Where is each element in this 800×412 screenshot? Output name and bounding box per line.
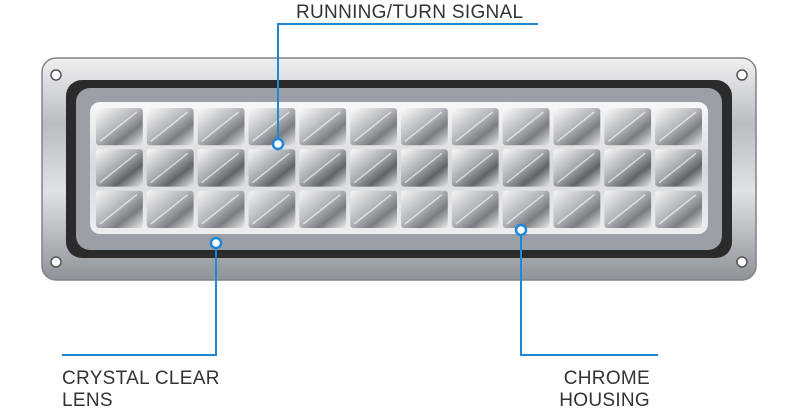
callout-line-running — [277, 23, 538, 144]
reflector-highlight — [99, 152, 138, 184]
reflector-highlight — [455, 194, 494, 225]
reflector-highlight — [455, 152, 494, 184]
reflector-highlight — [252, 111, 290, 142]
reflector-highlight — [252, 194, 290, 225]
reflector-highlight — [658, 194, 697, 225]
reflector-highlight — [404, 152, 443, 184]
reflector-highlight — [658, 152, 697, 184]
reflector-highlight — [353, 111, 392, 142]
callout-line-housing — [520, 230, 658, 356]
reflector-highlight — [506, 152, 544, 184]
callout-chrome-housing: CHROME HOUSING — [559, 368, 650, 412]
reflector-highlight — [201, 111, 239, 142]
led-marker-icon — [209, 137, 528, 250]
reflector-highlight — [201, 152, 239, 184]
reflector-highlight — [506, 111, 544, 142]
reflector-highlight — [658, 111, 697, 142]
reflector-highlight — [252, 152, 290, 184]
callout-lens-line1: CRYSTAL CLEAR — [62, 368, 220, 389]
reflector-highlight — [607, 152, 646, 184]
reflector-highlight — [557, 152, 595, 184]
reflector-highlight — [302, 194, 341, 225]
reflector-highlight — [506, 194, 544, 225]
reflector-cells — [96, 108, 702, 228]
reflector-highlight — [201, 194, 239, 225]
reflector-highlight — [302, 152, 341, 184]
reflector-highlight — [302, 111, 341, 142]
reflector-highlight — [99, 111, 138, 142]
reflector-highlight — [353, 152, 392, 184]
reflector-highlight — [150, 194, 189, 225]
reflector-highlight — [607, 194, 646, 225]
mounting-hole-icon — [50, 69, 748, 268]
callout-housing-line2: HOUSING — [559, 390, 650, 411]
reflector-highlight — [557, 194, 595, 225]
reflector-highlight — [404, 194, 443, 225]
callout-housing-line1: CHROME — [563, 368, 650, 389]
reflector-highlight — [404, 111, 443, 142]
callout-lines — [62, 23, 658, 356]
reflector-highlight — [455, 111, 494, 142]
callout-running-turn-signal: RUNNING/TURN SIGNAL — [296, 2, 524, 23]
callout-lens-line2: LENS — [62, 390, 113, 411]
reflector-highlight — [150, 152, 189, 184]
reflector-highlight — [353, 194, 392, 225]
reflector-highlight — [99, 194, 138, 225]
callout-crystal-clear-lens: CRYSTAL CLEAR LENS — [62, 368, 220, 412]
callout-line-lens — [62, 243, 217, 356]
reflector-highlight — [557, 111, 595, 142]
reflector-highlight — [607, 111, 646, 142]
reflector-highlight — [150, 111, 189, 142]
